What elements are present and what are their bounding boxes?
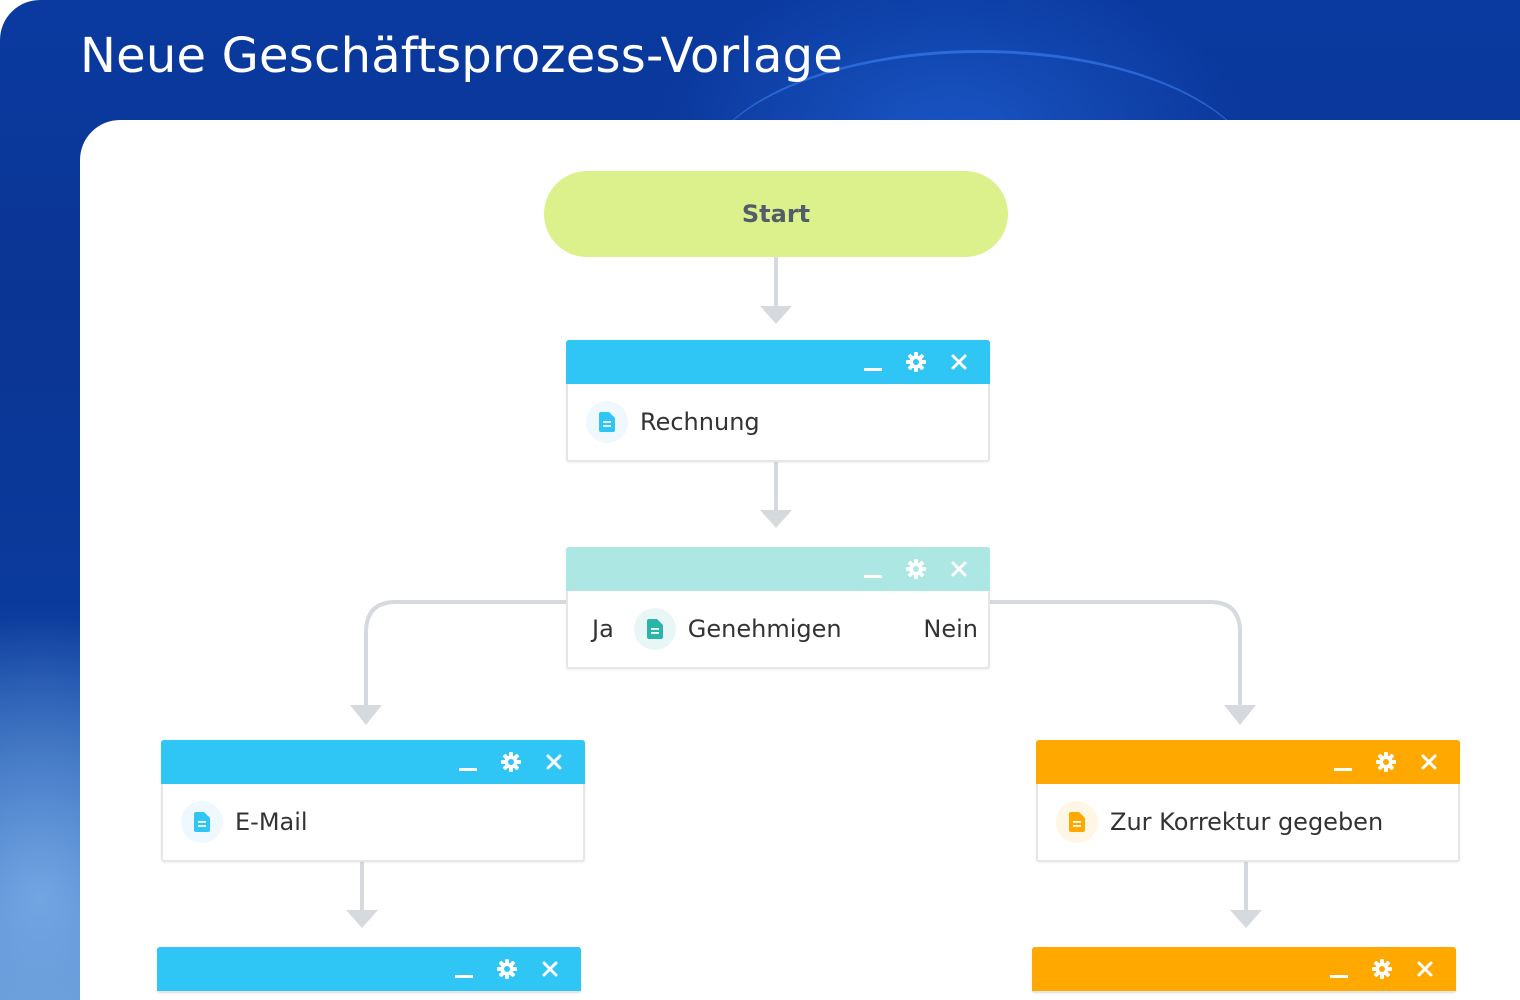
- document-icon: [633, 608, 676, 650]
- close-icon[interactable]: [944, 554, 974, 584]
- close-icon[interactable]: [944, 347, 974, 377]
- process-canvas: Start Rechnung: [80, 120, 1520, 1000]
- arrow-head: [1224, 705, 1256, 725]
- document-icon: [1056, 801, 1098, 843]
- close-icon[interactable]: [535, 954, 565, 984]
- gear-icon[interactable]: [496, 747, 526, 777]
- node-title-group: Genehmigen: [633, 608, 842, 650]
- document-icon: [181, 801, 223, 843]
- close-icon[interactable]: [1414, 747, 1444, 777]
- process-node-next-right[interactable]: [1032, 947, 1456, 993]
- process-node-next-left[interactable]: [157, 947, 581, 993]
- arrow-head: [346, 910, 378, 928]
- minimize-icon[interactable]: [858, 554, 888, 584]
- node-body: E-Mail: [163, 784, 583, 860]
- branch-label-no: Nein: [923, 615, 978, 643]
- node-body: Rechnung: [568, 384, 988, 460]
- connectors: [346, 256, 1262, 928]
- node-label: Rechnung: [640, 408, 760, 436]
- node-body: Ja Genehmigen Nein: [568, 591, 988, 667]
- node-body: Zur Korrektur gegeben: [1038, 784, 1458, 860]
- node-label: Zur Korrektur gegeben: [1110, 808, 1384, 836]
- document-icon: [586, 401, 628, 443]
- process-node-email[interactable]: E-Mail: [161, 740, 585, 862]
- gear-icon[interactable]: [492, 954, 522, 984]
- process-node-rechnung[interactable]: Rechnung: [566, 340, 990, 462]
- minimize-icon[interactable]: [858, 347, 888, 377]
- gear-icon[interactable]: [901, 347, 931, 377]
- minimize-icon[interactable]: [453, 747, 483, 777]
- start-node[interactable]: Start: [544, 171, 1008, 257]
- minimize-icon[interactable]: [1324, 954, 1354, 984]
- arrow-head: [350, 705, 382, 725]
- close-icon[interactable]: [539, 747, 569, 777]
- gear-icon[interactable]: [1371, 747, 1401, 777]
- node-header: [1032, 947, 1456, 991]
- node-header: [157, 947, 581, 991]
- process-node-genehmigen[interactable]: Ja Genehmigen Nein: [566, 547, 990, 669]
- minimize-icon[interactable]: [449, 954, 479, 984]
- gear-icon[interactable]: [901, 554, 931, 584]
- node-label: E-Mail: [235, 808, 308, 836]
- node-header: [1036, 740, 1460, 784]
- gear-icon[interactable]: [1367, 954, 1397, 984]
- node-header: [566, 547, 990, 591]
- node-header: [566, 340, 990, 384]
- close-icon[interactable]: [1410, 954, 1440, 984]
- node-label: Genehmigen: [687, 615, 842, 643]
- arrow-head: [760, 306, 792, 324]
- arrow-head: [760, 510, 792, 528]
- minimize-icon[interactable]: [1328, 747, 1358, 777]
- node-header: [161, 740, 585, 784]
- arrow-head: [1230, 910, 1262, 928]
- background-arc: [700, 50, 1260, 313]
- page-title: Neue Geschäftsprozess-Vorlage: [80, 28, 844, 84]
- branch-label-yes: Ja: [592, 615, 614, 643]
- process-node-korrektur[interactable]: Zur Korrektur gegeben: [1036, 740, 1460, 862]
